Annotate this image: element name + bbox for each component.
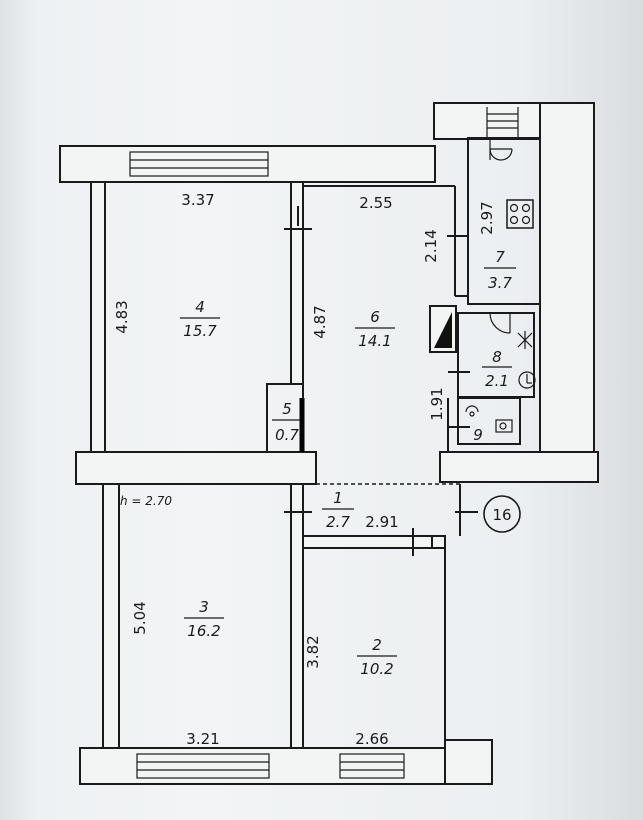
left-wall-upper: [90, 181, 106, 453]
svg-text:6: 6: [370, 308, 380, 326]
svg-text:2: 2: [372, 636, 382, 654]
middle-exterior-wall: [75, 451, 317, 485]
apartment-number-circle: [483, 495, 521, 533]
svg-text:4: 4: [195, 298, 205, 316]
svg-text:7: 7: [495, 248, 505, 266]
apartment-number: 16: [492, 506, 511, 524]
dim-hall-width: 2.91: [365, 513, 398, 531]
room-6-label: 6 14.1: [355, 308, 395, 350]
dim-room6-step: 2.14: [422, 229, 440, 262]
svg-text:14.1: 14.1: [358, 332, 391, 350]
room-3-label: 3 16.2: [184, 598, 224, 640]
bathtub-icon: [518, 371, 536, 389]
room-9-toilet: [457, 397, 521, 445]
hall-bottom-wall: [302, 535, 446, 549]
ceiling-height: h = 2.70: [120, 494, 172, 508]
stove-icon: [506, 199, 534, 229]
svg-text:3: 3: [199, 598, 209, 616]
right-lower-wall: [439, 451, 599, 483]
stair-icon: [486, 107, 519, 138]
room-7-label: 7 3.7: [484, 248, 516, 292]
toilet-icon: [465, 405, 513, 433]
svg-text:16.2: 16.2: [187, 622, 220, 640]
room-5-label: 5 0.7: [272, 400, 300, 444]
svg-text:8: 8: [492, 348, 502, 366]
svg-text:3.7: 3.7: [488, 274, 512, 292]
dim-room6-height: 4.87: [311, 305, 329, 338]
dim-room4-height: 4.83: [113, 300, 131, 333]
svg-text:10.2: 10.2: [360, 660, 393, 678]
svg-text:2.7: 2.7: [326, 513, 350, 531]
svg-text:5: 5: [282, 400, 292, 418]
svg-text:9: 9: [473, 426, 483, 444]
dim-room8-height: 1.91: [428, 387, 446, 420]
room-8-label: 8 2.1: [482, 348, 512, 390]
svg-text:2.1: 2.1: [485, 372, 509, 390]
left-wall-lower: [102, 483, 120, 749]
dim-room2-width: 2.66: [355, 730, 388, 748]
tap-icon: [517, 331, 533, 349]
svg-text:1: 1: [333, 489, 343, 507]
dim-room3-width: 3.21: [186, 730, 219, 748]
wall-3-2: [290, 483, 304, 749]
window-top: [129, 151, 269, 177]
room-4-label: 4 15.7: [180, 298, 220, 340]
bottom-right-wall: [444, 739, 493, 785]
dim-room4-width: 3.37: [181, 191, 214, 209]
room-7-kitchen: [467, 137, 541, 305]
svg-text:0.7: 0.7: [275, 426, 299, 444]
right-exterior-wall: [539, 102, 595, 458]
room-9-label: 9: [473, 426, 483, 444]
dim-room6-width: 2.55: [359, 194, 392, 212]
dim-room7-height: 2.97: [478, 201, 496, 234]
window-bottom-left: [136, 753, 270, 779]
room-1-label: 1 2.7: [322, 489, 354, 531]
dim-room2-height: 3.82: [304, 635, 322, 668]
dim-room3-height: 5.04: [131, 601, 149, 634]
window-bottom-right: [339, 753, 405, 779]
room-2-label: 2 10.2: [357, 636, 397, 678]
svg-text:15.7: 15.7: [183, 322, 217, 340]
